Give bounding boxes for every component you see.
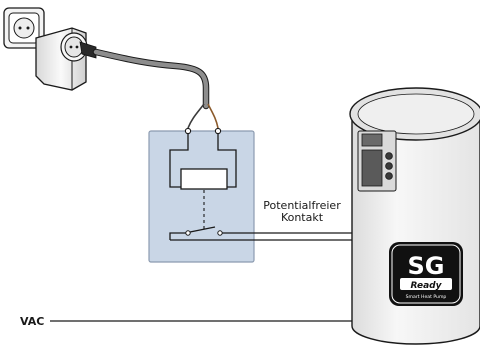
smart-plug-socket-icon — [3, 7, 97, 91]
vac-label: VAC — [20, 315, 44, 328]
relay-box — [148, 127, 255, 263]
display-panel — [361, 149, 383, 187]
sg-ready-badge: SG Ready Smart Heat Pump — [389, 242, 463, 306]
display-screen — [361, 133, 383, 147]
knob-icon — [385, 162, 393, 170]
relay-switch — [189, 226, 216, 233]
badge-title: SG — [408, 252, 445, 280]
potential-free-contact-wires — [170, 232, 352, 241]
power-cable — [92, 48, 219, 129]
knob-icon — [385, 172, 393, 180]
relay-coil — [180, 168, 228, 190]
badge-caption: Smart Heat Pump — [406, 294, 447, 300]
control-panel — [357, 130, 397, 192]
knob-icon — [385, 152, 393, 160]
contact-label-line2: Kontakt — [281, 211, 324, 224]
heat-pump-tank: SG Ready Smart Heat Pump — [349, 87, 480, 345]
contact-label-line1: Potentialfreier — [263, 199, 341, 212]
badge-subtitle: Ready — [411, 281, 443, 291]
